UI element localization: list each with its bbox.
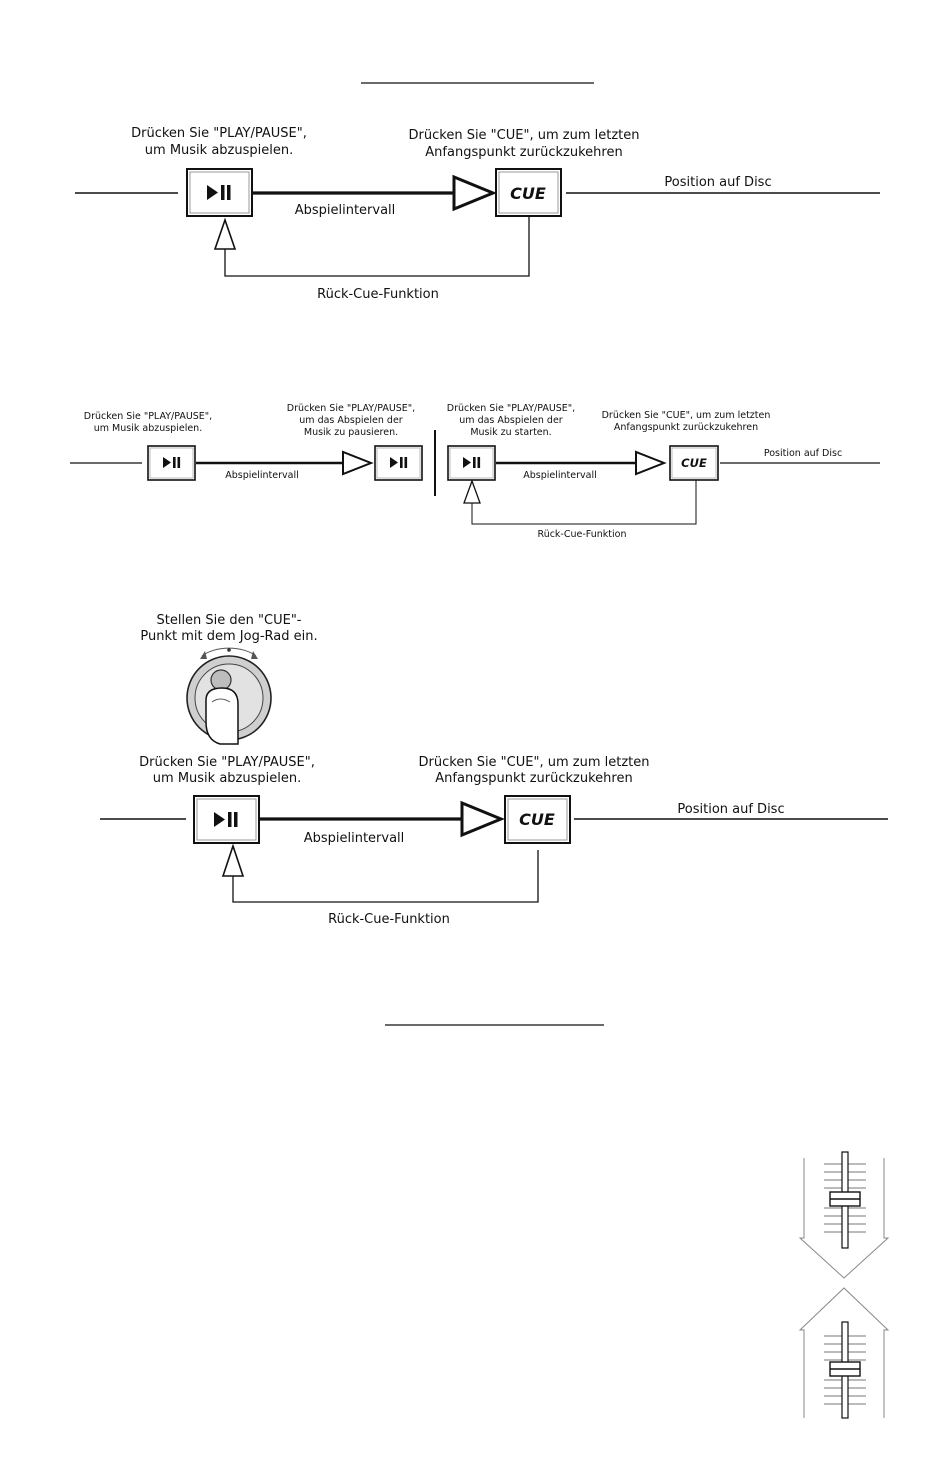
d3-position-label: Position auf Disc xyxy=(677,802,784,817)
d3-jog-label-line2: Punkt mit dem Jog-Rad ein. xyxy=(140,629,317,644)
d1-position-label: Position auf Disc xyxy=(664,175,771,190)
d3-cue-button-label: CUE xyxy=(519,810,555,829)
d3-cue-button: CUE xyxy=(504,795,571,844)
d2-label-start-line3: Musik zu starten. xyxy=(470,427,551,438)
d3-return-label: Rück-Cue-Funktion xyxy=(328,912,450,927)
jog-wheel-icon xyxy=(186,647,272,745)
fader-up-icon xyxy=(798,1287,890,1419)
d2-return-arrow xyxy=(463,479,481,504)
d3-interval-label: Abspielintervall xyxy=(304,831,405,846)
d3-return-arrow xyxy=(221,843,245,877)
d3-label-cue-line2: Anfangspunkt zurückzukehren xyxy=(435,771,632,786)
play-pause-icon xyxy=(163,457,181,468)
d1-label-cue-line1: Drücken Sie "CUE", um zum letzten xyxy=(409,128,640,143)
d3-label-cue-line1: Drücken Sie "CUE", um zum letzten xyxy=(419,755,650,770)
diagram-1: Drücken Sie "PLAY/PAUSE", um Musik abzus… xyxy=(75,126,880,302)
d2-interval-arrow-right xyxy=(635,450,667,476)
d1-label-cue-line2: Anfangspunkt zurückzukehren xyxy=(425,145,622,160)
fader-down-icon xyxy=(798,1151,890,1279)
d1-interval-arrow xyxy=(452,174,497,212)
d1-cue-button: CUE xyxy=(495,168,562,217)
play-pause-icon xyxy=(207,185,231,200)
d2-label-pause-line1: Drücken Sie "PLAY/PAUSE", xyxy=(287,403,415,414)
d2-play-pause-button-3 xyxy=(447,445,496,481)
d3-label-play-line2: um Musik abzuspielen. xyxy=(153,771,301,786)
play-pause-icon xyxy=(390,457,408,468)
d1-play-pause-button xyxy=(186,168,253,217)
d2-interval-arrow-left xyxy=(342,450,374,476)
d3-return-path xyxy=(232,850,539,903)
play-pause-icon xyxy=(463,457,481,468)
d2-label-play-line2: um Musik abzuspielen. xyxy=(94,423,202,434)
d2-return-path xyxy=(471,480,697,525)
d2-play-pause-button-1 xyxy=(147,445,196,481)
d1-label-play-line1: Drücken Sie "PLAY/PAUSE", xyxy=(131,126,307,141)
diagram-2: Drücken Sie "PLAY/PAUSE", um Musik abzus… xyxy=(70,403,880,540)
d2-label-pause-line3: Musik zu pausieren. xyxy=(304,427,398,438)
d2-interval-label-left: Abspielintervall xyxy=(225,470,299,481)
d2-label-cue-line2: Anfangspunkt zurückzukehren xyxy=(614,422,758,433)
play-pause-icon xyxy=(214,812,238,827)
d3-interval-arrow xyxy=(460,800,505,838)
d2-label-play-line1: Drücken Sie "PLAY/PAUSE", xyxy=(84,411,212,422)
d3-label-play-line1: Drücken Sie "PLAY/PAUSE", xyxy=(139,755,315,770)
d2-return-label: Rück-Cue-Funktion xyxy=(538,529,627,540)
d1-return-path xyxy=(224,216,530,277)
d3-play-pause-button xyxy=(193,795,260,844)
d2-cue-button-label: CUE xyxy=(681,456,707,470)
d1-interval-label: Abspielintervall xyxy=(295,203,396,218)
d1-return-label: Rück-Cue-Funktion xyxy=(317,287,439,302)
d2-play-pause-button-2 xyxy=(374,445,423,481)
d2-interval-label-right: Abspielintervall xyxy=(523,470,597,481)
d2-label-start-line2: um das Abspielen der xyxy=(459,415,563,426)
d1-cue-button-label: CUE xyxy=(510,184,546,203)
d2-label-start-line1: Drücken Sie "PLAY/PAUSE", xyxy=(447,403,575,414)
d2-label-pause-line2: um das Abspielen der xyxy=(299,415,403,426)
d2-label-cue-line1: Drücken Sie "CUE", um zum letzten xyxy=(602,410,771,421)
d2-cue-button: CUE xyxy=(669,445,719,481)
d3-jog-label-line1: Stellen Sie den "CUE"- xyxy=(156,613,301,628)
d1-return-arrow xyxy=(213,217,237,250)
diagram-3: Stellen Sie den "CUE"- Punkt mit dem Jog… xyxy=(100,613,888,927)
d2-position-label: Position auf Disc xyxy=(764,448,842,459)
d1-label-play-line2: um Musik abzuspielen. xyxy=(145,143,293,158)
